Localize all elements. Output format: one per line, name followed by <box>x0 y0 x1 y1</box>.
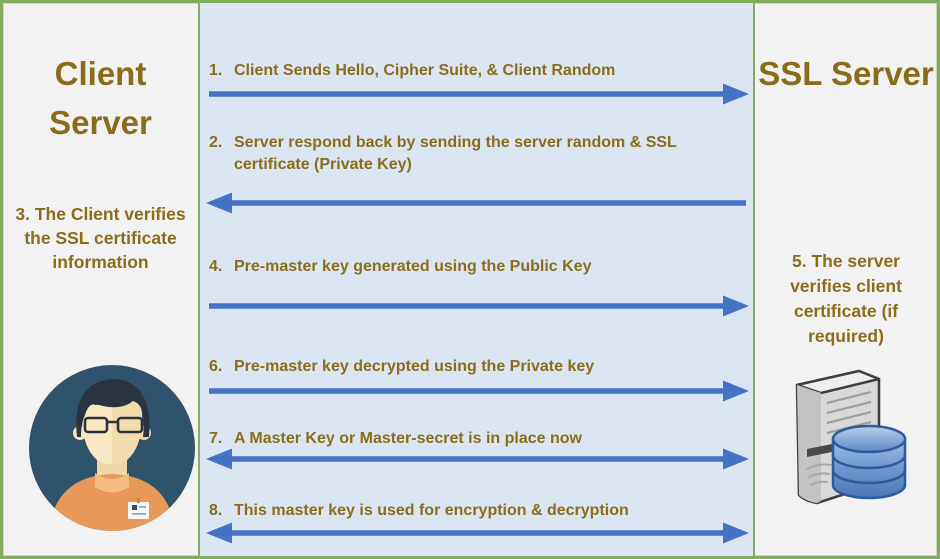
client-note: 3. The Client verifies the SSL certifica… <box>15 204 186 272</box>
arrow-right-icon <box>209 380 749 402</box>
handshake-flow-panel: 1. Client Sends Hello, Cipher Suite, & C… <box>198 3 755 556</box>
step-number: 7. <box>209 430 223 447</box>
client-panel: Client Server 3. The Client verifies the… <box>3 3 198 556</box>
arrow-both-icon <box>206 448 749 470</box>
step-text: Pre-master key decrypted using the Priva… <box>234 358 595 375</box>
arrow-right-icon <box>209 83 749 105</box>
step-number: 4. <box>209 258 223 275</box>
ssl-server-title: SSL Server <box>758 55 934 92</box>
step-text: Server respond back by sending the serve… <box>234 134 677 173</box>
step-number: 2. <box>209 134 223 151</box>
step-text: This master key is used for encryption &… <box>234 502 629 519</box>
step-text: A Master Key or Master-secret is in plac… <box>234 430 582 447</box>
arrow-right-icon <box>209 295 749 317</box>
arrow-both-icon <box>206 522 749 544</box>
step-number: 1. <box>209 62 223 79</box>
ssl-server-note: 5. The server verifies client certificat… <box>790 251 902 346</box>
step-number: 8. <box>209 502 223 519</box>
handshake-step-2: 2. Server respond back by sending the se… <box>200 132 753 176</box>
handshake-step-4: 4. Pre-master key generated using the Pu… <box>200 256 753 278</box>
step-text: Client Sends Hello, Cipher Suite, & Clie… <box>234 62 616 79</box>
step-number: 6. <box>209 358 223 375</box>
handshake-step-1: 1. Client Sends Hello, Cipher Suite, & C… <box>200 60 753 82</box>
ssl-server-panel: SSL Server 5. The server verifies client… <box>755 3 937 556</box>
handshake-step-8: 8. This master key is used for encryptio… <box>200 500 753 522</box>
step-text: Pre-master key generated using the Publi… <box>234 258 592 275</box>
person-avatar-icon <box>29 365 195 531</box>
handshake-step-7: 7. A Master Key or Master-secret is in p… <box>200 428 753 450</box>
arrow-left-icon <box>206 192 746 214</box>
server-database-icon <box>775 363 921 515</box>
handshake-step-6: 6. Pre-master key decrypted using the Pr… <box>200 356 753 378</box>
client-title: Client Server <box>49 55 152 141</box>
